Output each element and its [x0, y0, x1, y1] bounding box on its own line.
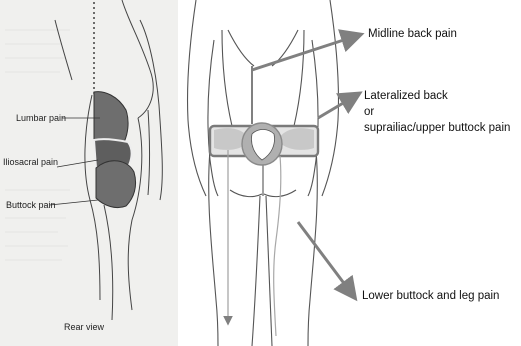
- right-leg-inner: [266, 196, 272, 346]
- left-arm-inner: [208, 40, 218, 196]
- lower-pain-route: [274, 156, 281, 336]
- gluteal-fold-left: [230, 190, 262, 197]
- back-contour: [122, 0, 153, 118]
- callout-arrows: [252, 36, 356, 294]
- callout-lateralized-line2: or: [364, 105, 374, 119]
- left-arm-contour: [187, 0, 206, 196]
- right-body-figure: [187, 0, 338, 346]
- callout-lower-buttock-leg-pain: Lower buttock and leg pain: [362, 289, 499, 303]
- pelvis-highlight: [210, 123, 318, 165]
- right-arm-contour: [322, 0, 339, 196]
- leg-inner: [104, 205, 113, 320]
- scapula-left: [228, 30, 254, 66]
- arm-inner: [148, 110, 150, 195]
- background-print-texture: [5, 30, 70, 260]
- callout-lateralized-line1: Lateralized back: [364, 89, 448, 103]
- label-iliosacral-pain: Iliosacral pain: [3, 157, 58, 167]
- callout-midline-back-pain: Midline back pain: [368, 27, 457, 41]
- lateral-callout-arrow: [318, 96, 355, 118]
- shoulder-contour: [55, 20, 72, 80]
- torso-right-side: [294, 30, 304, 126]
- torso-left-side: [222, 30, 232, 126]
- label-lumbar-pain: Lumbar pain: [16, 113, 66, 123]
- buttock-pain-region: [96, 161, 136, 208]
- label-rear-view: Rear view: [64, 322, 104, 332]
- right-arm-inner: [308, 40, 318, 196]
- left-leg-inner: [252, 196, 260, 346]
- label-buttock-pain: Buttock pain: [6, 200, 56, 210]
- callout-lateralized-line3: suprailiac/upper buttock pain: [364, 121, 510, 135]
- arm-contour: [140, 20, 162, 200]
- lower-callout-arrow: [298, 222, 352, 294]
